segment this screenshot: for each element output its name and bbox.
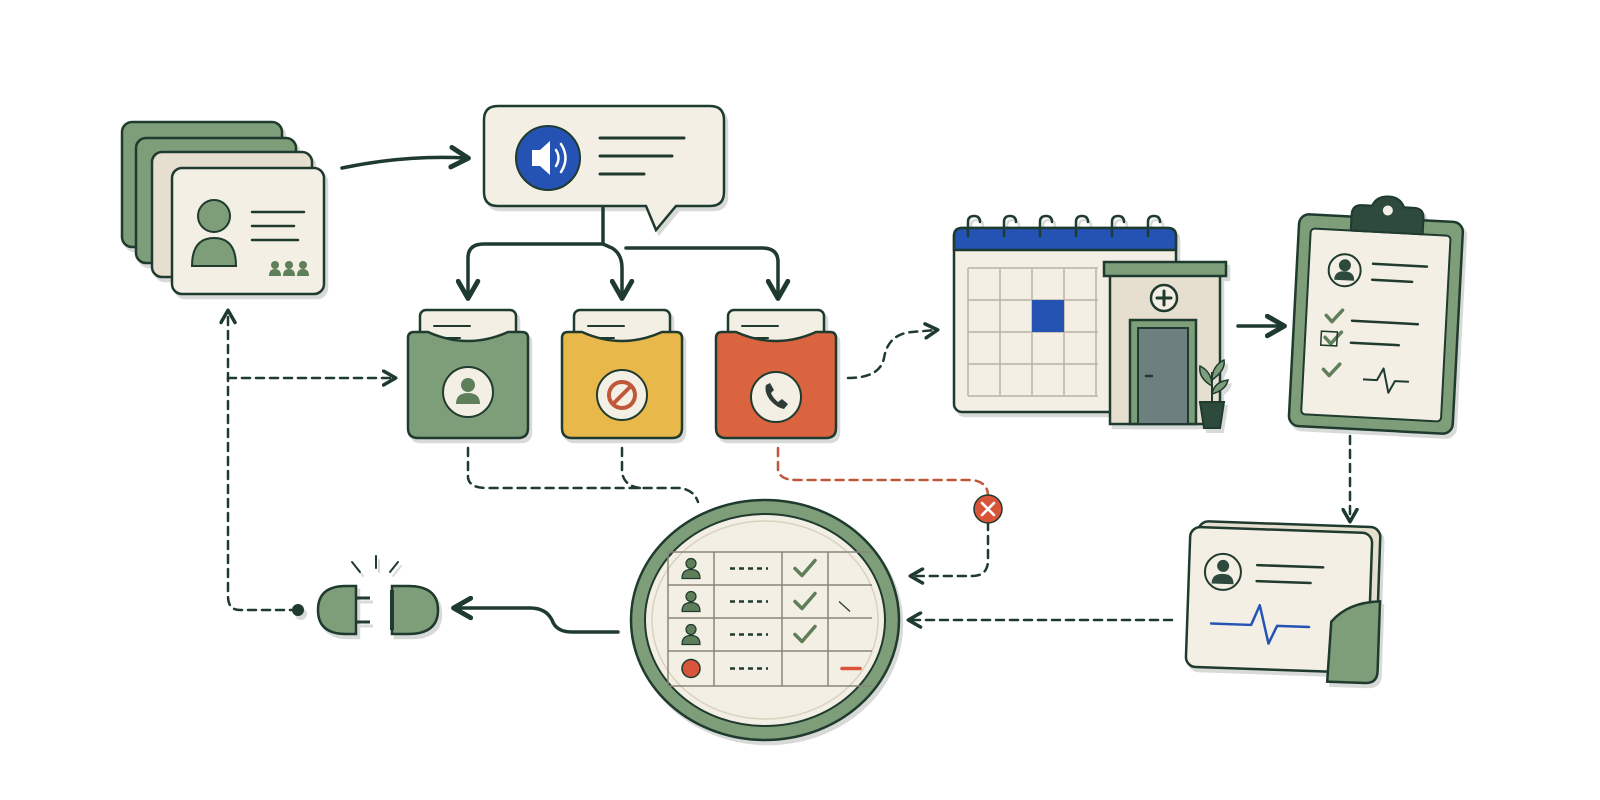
dashed-failed-connector: [776, 446, 990, 585]
dashed-contacted-to-table: [466, 446, 700, 504]
person-icon: [442, 366, 494, 418]
pocket-declined: [560, 308, 684, 440]
arrow-split-left: [455, 206, 605, 301]
arrow-cards-to-announcement: [340, 144, 471, 170]
person-icon: [681, 590, 701, 613]
pocket-contacted: [406, 308, 530, 440]
table-row: [681, 658, 862, 679]
dashed-declined-to-table: [620, 446, 642, 490]
phone-icon: [750, 371, 802, 423]
connectors: [340, 144, 1287, 634]
status-table-icon: [629, 498, 901, 742]
person-icon: [681, 623, 701, 646]
table-row: [681, 623, 817, 646]
health-record-card-icon: [1184, 520, 1382, 685]
unplug-icon: [292, 555, 440, 636]
arrow-split-middle: [601, 242, 635, 301]
dashed-connectors: [219, 308, 1359, 629]
check-icon: [793, 624, 817, 644]
speaker-message-icon: [482, 104, 726, 233]
arrow-split-right: [624, 246, 791, 301]
check-icon: [793, 558, 817, 578]
heart-icon: [838, 601, 851, 612]
no-entry-icon: [596, 369, 648, 421]
dashed-loop-up: [219, 308, 300, 612]
dashed-call-to-calendar: [846, 322, 940, 380]
failed-x-icon: [973, 494, 1003, 524]
red-dot-icon: [681, 658, 701, 679]
check-icon: [793, 591, 817, 611]
clipboard-check-icon: [1287, 195, 1465, 435]
arrow-table-to-unplug: [451, 595, 620, 634]
person-icon: [681, 557, 701, 580]
calendar-clinic-icon: [952, 214, 1229, 429]
table-row: [681, 557, 817, 580]
table-row: [681, 590, 851, 613]
pocket-call: [714, 308, 838, 440]
table-rows: [681, 557, 862, 679]
person-card-stack-icon: [120, 120, 326, 296]
